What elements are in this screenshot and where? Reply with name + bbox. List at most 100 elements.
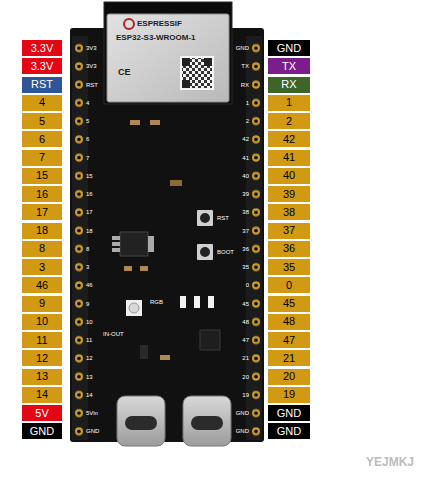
pin-label: 16 (22, 186, 62, 202)
silkscreen-pin: GND (86, 428, 99, 434)
watermark: YEJMKJ (366, 456, 414, 468)
silkscreen-pin: 1 (246, 100, 249, 106)
pin-label: 37 (268, 223, 310, 239)
pin-label: 40 (268, 168, 310, 184)
pin-name: 11 (36, 335, 47, 346)
pin-label: 19 (268, 387, 310, 403)
pin-label: 39 (268, 186, 310, 202)
silkscreen-pin: 47 (242, 337, 249, 343)
indicator-led (208, 296, 214, 308)
regulator-pin (112, 236, 120, 240)
usb-c-opening (191, 416, 223, 430)
silkscreen-pin: 46 (86, 282, 93, 288)
button-label: RST (217, 215, 229, 221)
pin-label: 6 (22, 131, 62, 147)
pin-name: 2 (286, 116, 292, 127)
pin-name: 35 (283, 262, 295, 273)
pin-label: 2 (268, 113, 310, 129)
resistor (124, 266, 132, 271)
pin-label: 12 (22, 350, 62, 366)
silkscreen-pin: 36 (242, 246, 249, 252)
pin-label: TX (268, 58, 310, 74)
silkscreen-pin: 14 (86, 392, 93, 398)
pin-name: RX (281, 79, 296, 90)
indicator-led (180, 296, 186, 308)
regulator (120, 232, 148, 256)
pin-label: 15 (22, 168, 62, 184)
silkscreen-pin: 42 (242, 136, 249, 142)
brand-name: ESPRESSIF (137, 20, 182, 28)
pin-name: 0 (286, 280, 292, 291)
pin-name: 40 (283, 170, 295, 181)
silkscreen-pin: 20 (242, 374, 249, 380)
usb-c-opening (125, 416, 157, 430)
pin-name: 36 (283, 243, 295, 254)
qr-code (180, 56, 214, 90)
pin-name: 6 (39, 134, 45, 145)
pin-label: 0 (268, 277, 310, 293)
silkscreen-pin: 3V3 (86, 63, 97, 69)
silkscreen-label: IN-OUT (103, 331, 124, 337)
pin-label: 5 (22, 113, 62, 129)
header-strip (72, 36, 88, 440)
pin-label: RX (268, 77, 310, 93)
pin-label: 48 (268, 314, 310, 330)
pin-label: 46 (22, 277, 62, 293)
pin-label: 10 (22, 314, 62, 330)
pin-name: 15 (36, 170, 48, 181)
pin-label: 3.3V (22, 40, 62, 56)
silkscreen-pin: 3 (86, 264, 89, 270)
qr-code (182, 58, 190, 66)
pin-pads (251, 39, 261, 441)
silkscreen-pin: 6 (86, 136, 89, 142)
pin-name: 4 (39, 97, 45, 108)
pin-label: 1 (268, 95, 310, 111)
resistor (150, 120, 160, 125)
silkscreen-pin: 11 (86, 337, 92, 343)
pin-name: GND (30, 426, 54, 437)
pin-label: 20 (268, 369, 310, 385)
pin-name: 41 (283, 152, 295, 163)
silkscreen-pin: 4 (86, 100, 89, 106)
pin-name: 8 (39, 243, 45, 254)
pin-label: 3.3V (22, 58, 62, 74)
pin-name: 46 (36, 280, 48, 291)
pin-name: TX (282, 61, 296, 72)
silkscreen-pin: 18 (86, 228, 93, 234)
wifi-module (104, 2, 232, 104)
pin-name: 21 (283, 353, 295, 364)
pin-name: 17 (36, 207, 48, 218)
brand-logo (124, 19, 134, 29)
module-shield (107, 14, 229, 102)
qr-code (204, 58, 212, 66)
pin-label: RST (22, 77, 62, 93)
pin-label: 45 (268, 296, 310, 312)
silkscreen-pin: 45 (242, 301, 249, 307)
silkscreen-pin: 13 (86, 374, 93, 380)
silkscreen-pin: GND (236, 410, 249, 416)
pin-name: 3.3V (31, 61, 54, 72)
pin-label: 13 (22, 369, 62, 385)
silkscreen-pin: 40 (242, 173, 249, 179)
pin-name: GND (277, 408, 301, 419)
pin-name: 3.3V (31, 43, 54, 54)
pin-name: 42 (283, 134, 295, 145)
silkscreen-pin: GND (236, 45, 249, 51)
silkscreen-pin: 35 (242, 264, 249, 270)
resistor (160, 355, 170, 360)
pin-label: GND (22, 423, 62, 439)
pin-name: 37 (283, 225, 295, 236)
silkscreen-pin: 9 (86, 301, 89, 307)
module-name: ESP32-S3-WROOM-1 (116, 34, 196, 42)
silkscreen-pin: 21 (242, 355, 249, 361)
pin-name: 12 (36, 353, 48, 364)
led-label: RGB (150, 299, 163, 305)
cert-mark: CE (118, 68, 131, 77)
pin-label: GND (268, 40, 310, 56)
rgb-led (126, 300, 142, 316)
pin-name: 18 (36, 225, 48, 236)
pin-name: 5 (39, 116, 45, 127)
pin-name: 9 (39, 298, 45, 309)
